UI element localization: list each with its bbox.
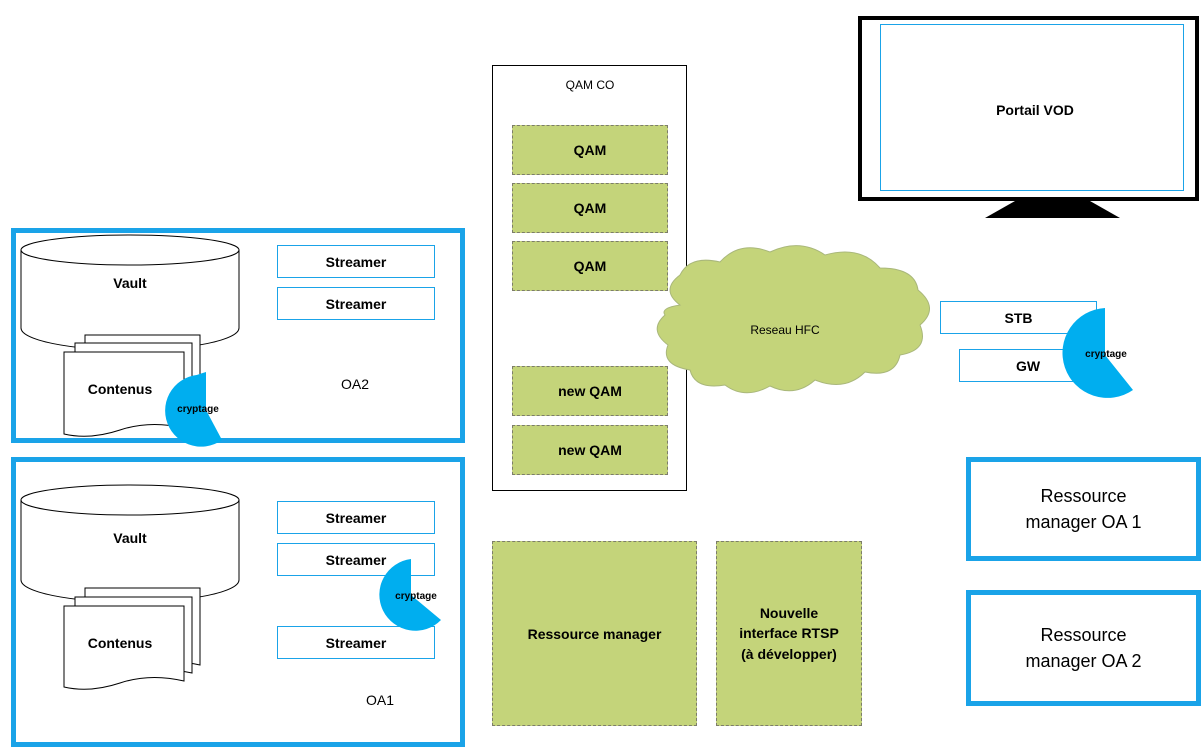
new-qam-1: new QAM — [512, 366, 668, 416]
ressource-manager-oa2-box: Ressource manager OA 2 — [966, 590, 1201, 706]
oa2-contenus-label: Contenus — [87, 381, 153, 397]
oa1-vault-label: Vault — [113, 530, 147, 546]
rtsp-line-3: (à développer) — [741, 645, 837, 662]
qam-2: QAM — [512, 183, 668, 233]
qam-co-title: QAM CO — [565, 78, 615, 92]
qam-3: QAM — [512, 241, 668, 291]
stb-cryptage-label: cryptage — [1085, 348, 1127, 360]
rm-oa2-line-1: Ressource — [1040, 624, 1127, 645]
hfc-cloud-label: Reseau HFC — [750, 323, 820, 337]
oa1-streamer-1: Streamer — [277, 501, 435, 534]
oa2-cryptage-label: cryptage — [177, 403, 219, 415]
oa2-streamer-2: Streamer — [277, 287, 435, 320]
oa1-contenus-label: Contenus — [87, 635, 153, 651]
oa2-container — [11, 228, 465, 443]
oa2-streamer-1: Streamer — [277, 245, 435, 278]
rm-oa1-line-2: manager OA 1 — [1025, 512, 1142, 532]
oa2-vault-label: Vault — [113, 275, 147, 291]
qam-1: QAM — [512, 125, 668, 175]
rm-oa1-line-1: Ressource — [1040, 485, 1127, 506]
new-qam-2: new QAM — [512, 425, 668, 475]
ressource-manager-oa1-box: Ressource manager OA 1 — [966, 457, 1201, 561]
oa1-cryptage-label: cryptage — [395, 590, 437, 602]
rtsp-interface-box: Nouvelle interface RTSP (à développer) — [716, 541, 862, 726]
oa2-label: OA2 — [340, 376, 369, 392]
monitor-screen — [880, 24, 1184, 191]
oa1-streamer-3: Streamer — [277, 626, 435, 659]
portal-vod-label: Portail VOD — [996, 102, 1074, 118]
rm-oa2-line-2: manager OA 2 — [1025, 651, 1142, 671]
rtsp-line-1: Nouvelle — [759, 605, 819, 622]
oa1-label: OA1 — [365, 692, 394, 708]
ressource-manager-box: Ressource manager — [492, 541, 697, 726]
rtsp-line-2: interface RTSP — [739, 625, 839, 642]
